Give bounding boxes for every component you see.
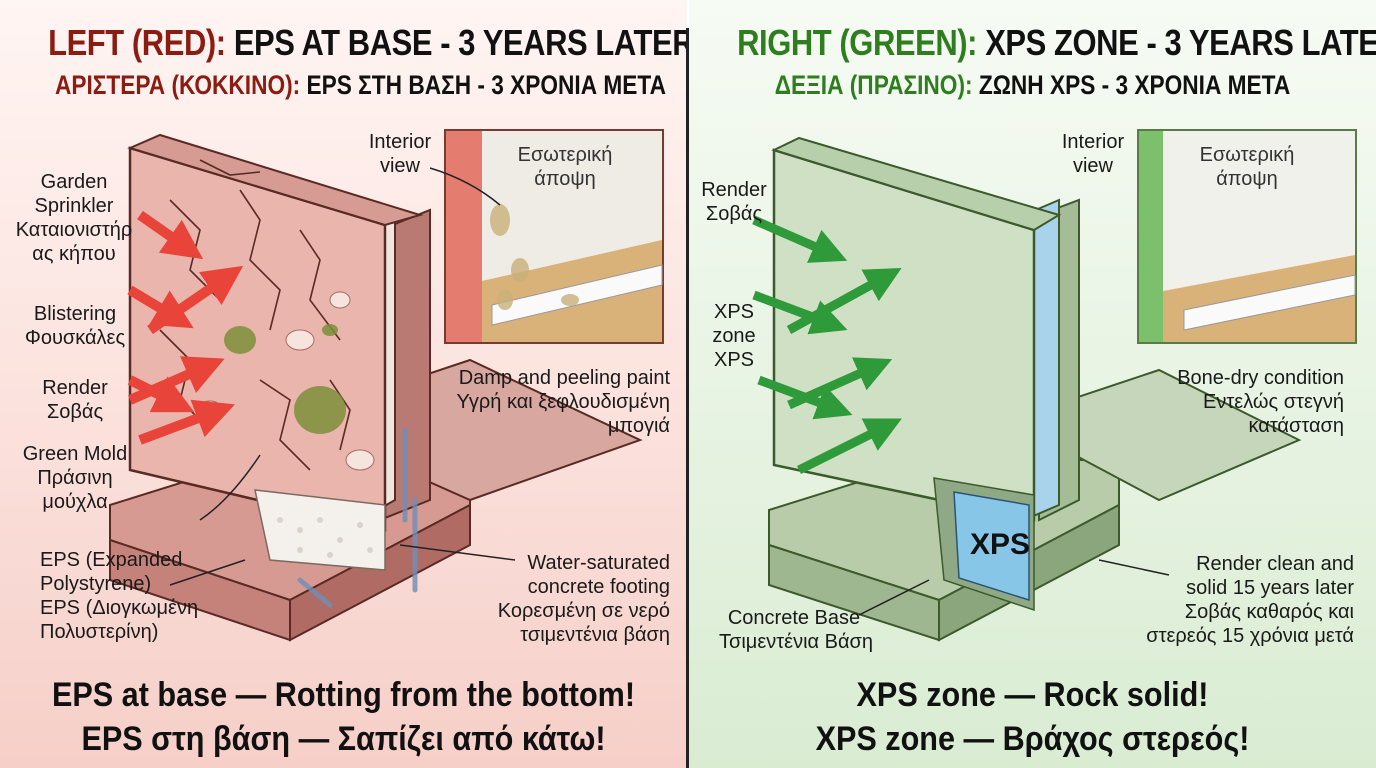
label-green-mold: Green Mold Πράσινη μούχλα [22, 443, 128, 513]
left-title-gr: ΑΡΙΣΤΕΡΑ (ΚΟΚΚΙΝΟ): EPS ΣΤΗ ΒΑΣΗ - 3 ΧΡΟ… [54, 70, 666, 101]
label-render: Render Σοβάς [42, 377, 108, 423]
left-title-gr-colored: ΑΡΙΣΤΕΡΑ (ΚΟΚΚΙΝΟ): [54, 70, 301, 100]
right-panel: RIGHT (GREEN): XPS ZONE - 3 YEARS LATER … [689, 0, 1376, 768]
label-xps-zone: XPS zone XPS [712, 301, 756, 371]
xps-arrows [752, 215, 902, 475]
label-eps: EPS (Expanded Polystyrene) EPS (Διογκωμέ… [40, 549, 199, 643]
right-title-en: RIGHT (GREEN): XPS ZONE - 3 YEARS LATER [737, 22, 1376, 64]
right-title-en-rest: XPS ZONE - 3 YEARS LATER [977, 22, 1376, 63]
label-garden-sprinkler: Garden Sprinkler Καταιονιστήρ ας κήπου [15, 171, 133, 265]
label-render-clean: Render clean and solid 15 years later Σο… [1146, 553, 1354, 647]
label-blistering: Blistering Φουσκάλες [24, 303, 126, 349]
label-interior-view: Interior view [1061, 131, 1125, 177]
left-bottom-en: EPS at base — Rotting from the bottom! [51, 676, 636, 714]
label-interior-view: Interior view [368, 131, 432, 177]
label-render: Render Σοβάς [701, 179, 767, 225]
green-mold [224, 324, 346, 434]
left-bottom-gr: EPS στη βάση — Σαπίζει από κάτω! [81, 720, 606, 758]
left-title-en-colored: LEFT (RED): [48, 22, 226, 63]
left-title-en-rest: EPS AT BASE - 3 YEARS LATER [225, 22, 687, 63]
right-title-gr: ΔΕΞΙΑ (ΠΡΑΣΙΝΟ): ΖΩΝΗ XPS - 3 ΧΡΟΝΙΑ ΜΕΤ… [744, 70, 1321, 101]
panel-divider [686, 28, 689, 768]
eps-exposed [254, 489, 386, 571]
left-title-en: LEFT (RED): EPS AT BASE - 3 YEARS LATER [48, 22, 687, 64]
label-water-footing: Water-saturated concrete footing Κορεσμέ… [497, 552, 670, 646]
label-interior-view-gr: Εσωτερική άποψη [517, 144, 613, 190]
label-interior-view-gr: Εσωτερική άποψη [1199, 144, 1295, 190]
xps-badge: XPS [970, 528, 1031, 561]
right-bottom-en: XPS zone — Rock solid! [856, 676, 1209, 714]
eps-wall-illustration [109, 129, 664, 642]
xps-wall-illustration [752, 129, 1357, 642]
label-bone-dry: Bone-dry condition Εντελώς στεγνή κατάστ… [1177, 367, 1344, 437]
water-arrows [127, 210, 244, 445]
label-damp-paint: Damp and peeling paint Υγρή και ξεφλουδι… [456, 367, 670, 437]
right-title-gr-rest: ΖΩΝΗ XPS - 3 ΧΡΟΝΙΑ ΜΕΤΑ [972, 70, 1291, 100]
right-bottom-gr: XPS zone — Βράχος στερεός! [815, 720, 1250, 758]
right-title-gr-colored: ΔΕΞΙΑ (ΠΡΑΣΙΝΟ): [774, 70, 973, 100]
right-title-en-colored: RIGHT (GREEN): [737, 22, 978, 63]
left-panel: LEFT (RED): EPS AT BASE - 3 YEARS LATER … [0, 0, 687, 768]
label-concrete-base: Concrete Base Τσιμεντένια Βάση [719, 607, 873, 653]
left-title-gr-rest: EPS ΣΤΗ ΒΑΣΗ - 3 ΧΡΟΝΙΑ ΜΕΤΑ [300, 70, 666, 100]
